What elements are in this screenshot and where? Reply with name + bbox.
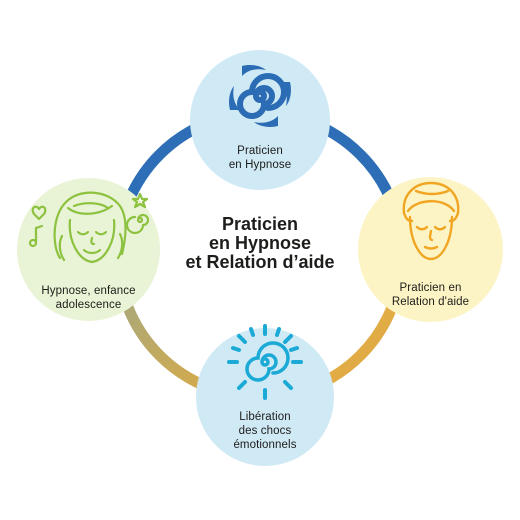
node-label: Praticien en Hypnose — [190, 144, 330, 172]
swirl-icon — [125, 213, 150, 235]
node-label-line: Praticien en — [399, 282, 462, 294]
center-title-line: et Relation d’aide — [185, 252, 335, 272]
node-hypnose-enfance: Hypnose, enfance adolescence — [17, 178, 160, 321]
node-label-line: émotionnels — [233, 439, 297, 451]
spiral-icon — [229, 65, 291, 127]
node-label-line: Hypnose, enfance — [41, 285, 136, 297]
node-label: Hypnose, enfance adolescence — [17, 284, 160, 312]
node-label-line: en Hypnose — [228, 159, 292, 171]
heart-icon — [31, 205, 47, 221]
music-note-icon — [34, 224, 44, 244]
node-praticien-relation-aide: Praticien en Relation d'aide — [358, 177, 503, 322]
center-title-line: en Hypnose — [208, 233, 312, 253]
girl-face-icon — [28, 191, 150, 264]
center-title-line: Praticien — [221, 214, 299, 234]
node-liberation-chocs: Libération des chocs émotionnels — [196, 324, 334, 466]
node-label: Praticien en Relation d'aide — [358, 281, 503, 309]
node-label-line: Praticien — [237, 145, 283, 157]
face-towel-icon — [402, 181, 460, 261]
node-label-line: Libération — [239, 411, 291, 423]
node-praticien-hypnose: Praticien en Hypnose — [190, 50, 330, 190]
node-label-line: adolescence — [55, 299, 122, 311]
center-title: Praticien en Hypnose et Relation d’aide — [150, 215, 370, 272]
node-label: Libération des chocs émotionnels — [196, 410, 334, 452]
star-icon — [131, 192, 149, 209]
node-label-line: Relation d'aide — [391, 296, 470, 308]
sun-spiral-icon — [227, 324, 303, 400]
node-label-line: des chocs — [238, 425, 292, 437]
